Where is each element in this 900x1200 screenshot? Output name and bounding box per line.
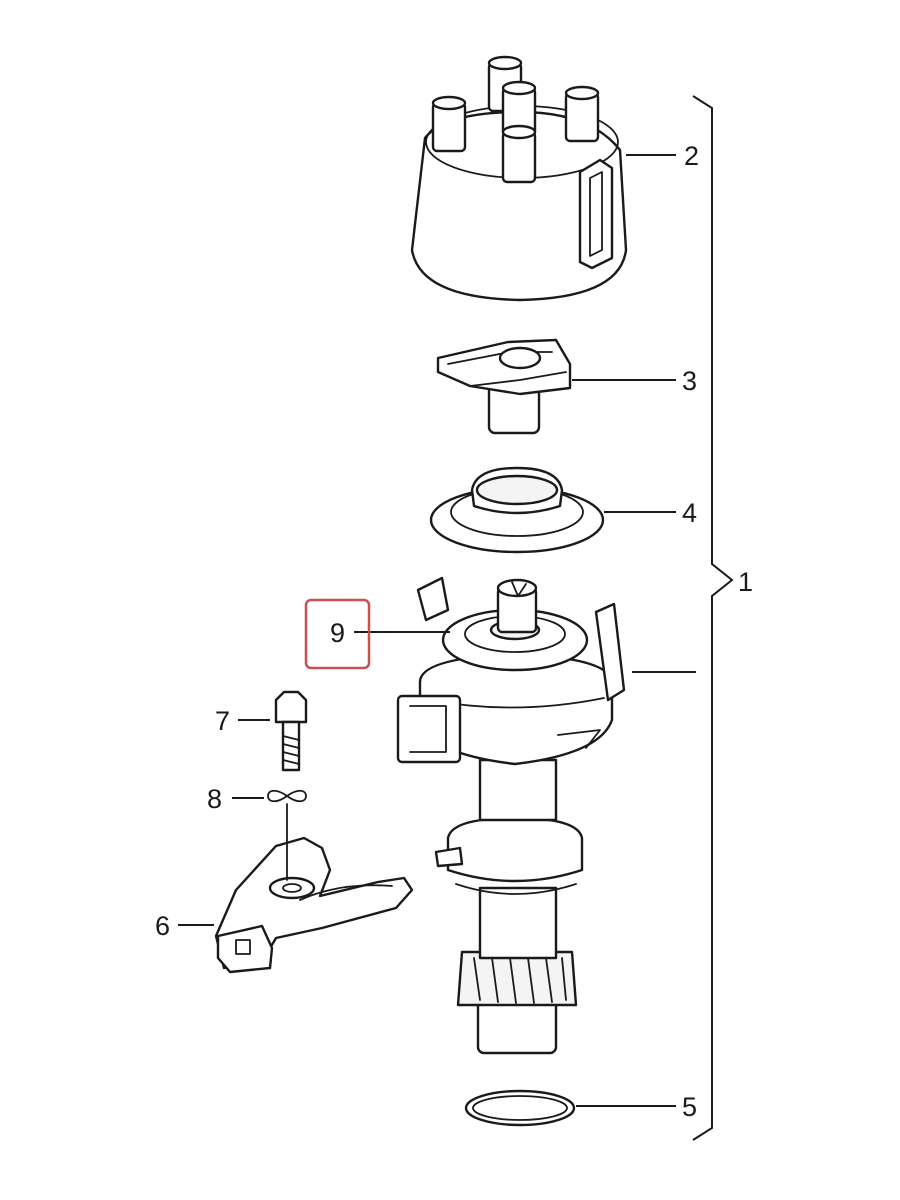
bolt — [274, 690, 308, 772]
distributor-cap — [410, 55, 628, 302]
highlight-box — [304, 598, 371, 670]
o-ring — [464, 1089, 576, 1127]
callout-6: 6 — [155, 911, 170, 941]
callout-4: 4 — [682, 498, 697, 528]
callout-2: 2 — [684, 141, 699, 171]
rotor — [436, 338, 572, 435]
callout-7: 7 — [215, 706, 230, 736]
callout-1: 1 — [738, 567, 753, 597]
distributor-body — [396, 576, 626, 1055]
assembly-brace — [692, 95, 734, 1141]
washer — [267, 789, 307, 803]
callout-3: 3 — [682, 366, 697, 396]
callout-5: 5 — [682, 1092, 697, 1122]
callout-8: 8 — [207, 784, 222, 814]
clamp — [214, 836, 414, 974]
dust-shield — [429, 466, 605, 554]
callout-9: 9 — [330, 618, 345, 648]
